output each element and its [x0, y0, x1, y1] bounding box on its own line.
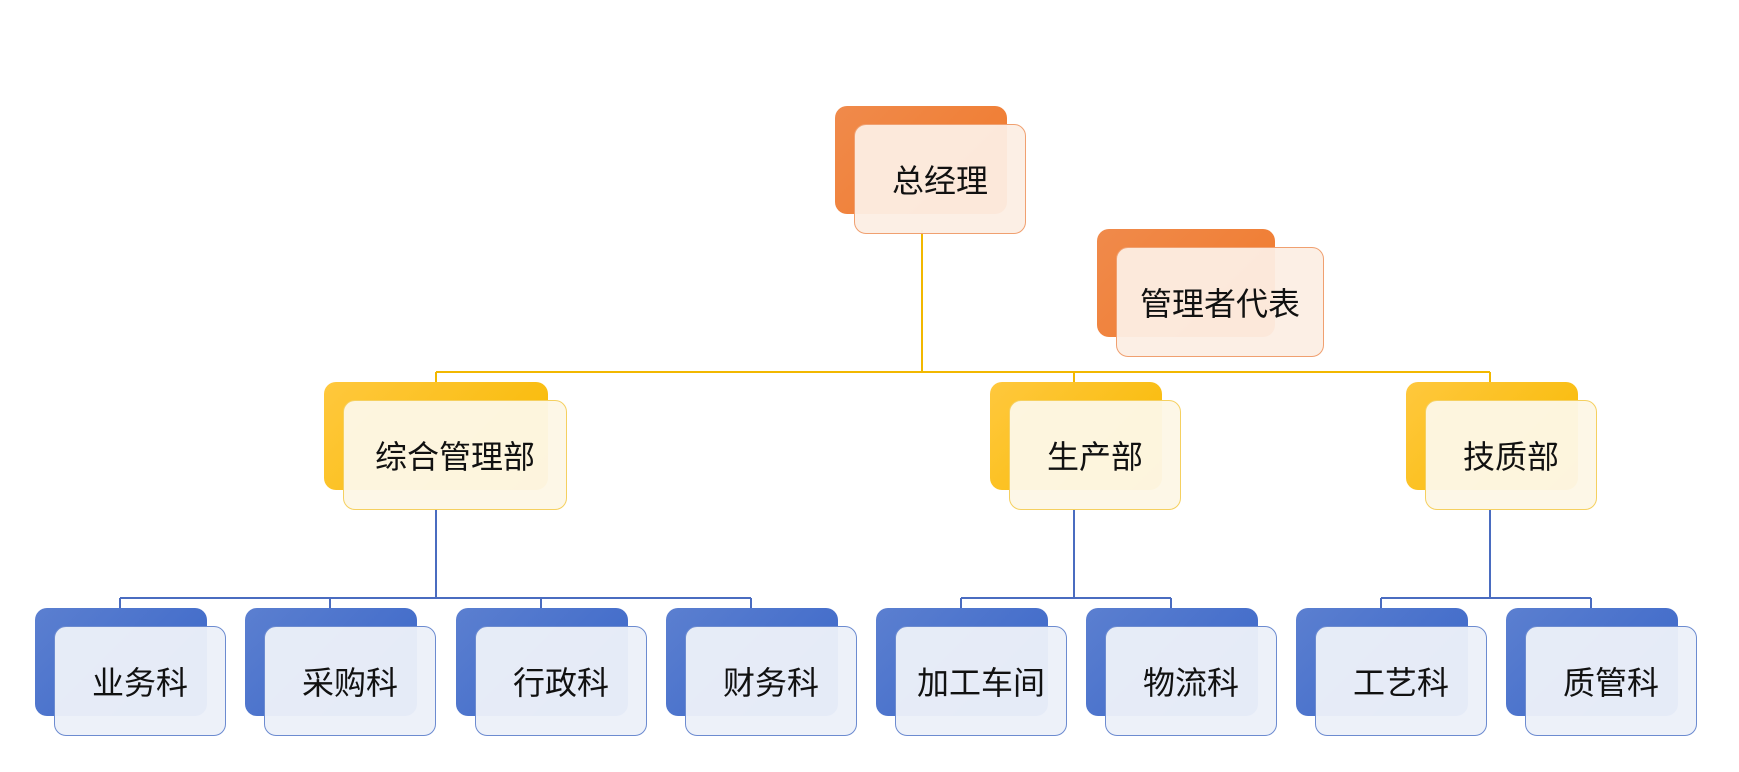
node-label: 工艺科 — [1315, 626, 1487, 736]
node-label: 技质部 — [1425, 400, 1597, 510]
node-label: 加工车间 — [895, 626, 1067, 736]
node-label: 物流科 — [1105, 626, 1277, 736]
node-label: 业务科 — [54, 626, 226, 736]
node-label: 总经理 — [854, 124, 1026, 234]
node-label: 财务科 — [685, 626, 857, 736]
node-label: 质管科 — [1525, 626, 1697, 736]
node-label: 行政科 — [475, 626, 647, 736]
node-label: 采购科 — [264, 626, 436, 736]
node-label: 生产部 — [1009, 400, 1181, 510]
node-label: 管理者代表 — [1116, 247, 1324, 357]
node-label: 综合管理部 — [343, 400, 567, 510]
